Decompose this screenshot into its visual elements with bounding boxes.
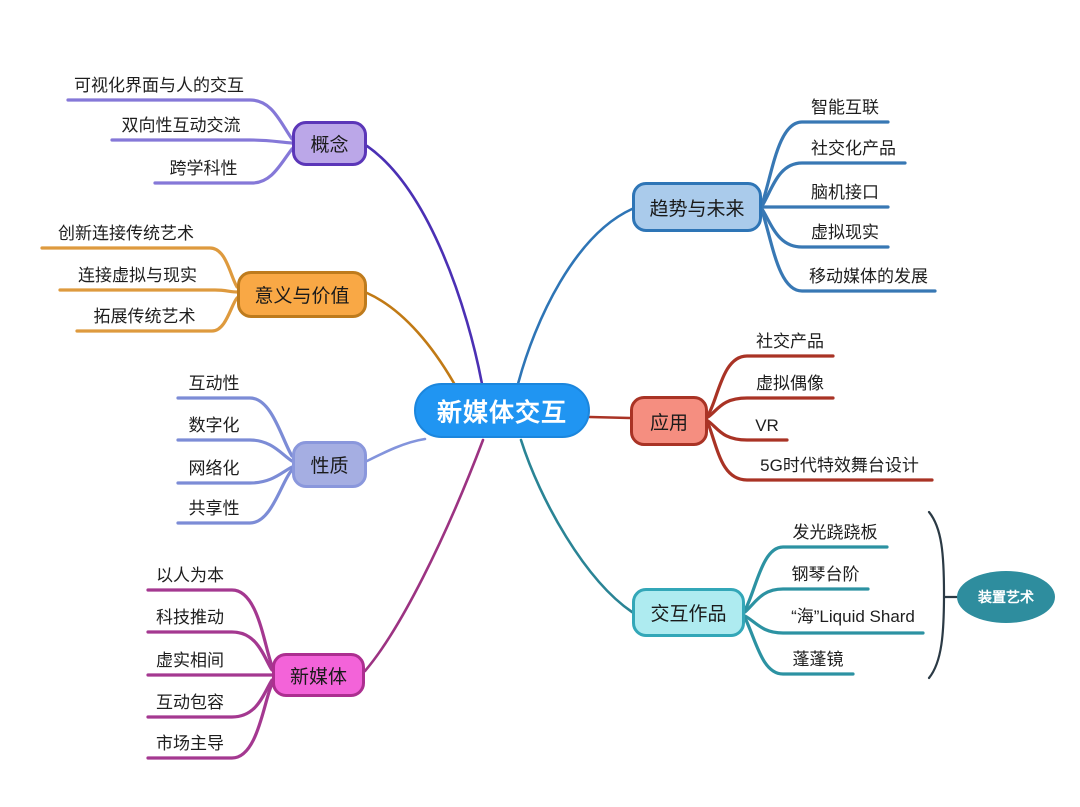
connector-center-trends bbox=[516, 207, 634, 386]
subtopic[interactable]: VR bbox=[755, 416, 779, 435]
connector-center-props bbox=[365, 437, 427, 463]
subtopic[interactable]: 虚拟偶像 bbox=[756, 374, 824, 393]
connector-leaf bbox=[75, 296, 239, 333]
connector-leaf bbox=[176, 465, 294, 485]
branch-topic-properties[interactable]: 性质 bbox=[292, 441, 367, 488]
subtopic[interactable]: 5G时代特效舞台设计 bbox=[760, 456, 919, 475]
connector-leaf bbox=[706, 396, 835, 419]
subtopic[interactable]: 社交产品 bbox=[756, 332, 824, 351]
subtopic[interactable]: 钢琴台阶 bbox=[791, 565, 860, 584]
subtopic[interactable]: 拓展传统艺术 bbox=[93, 307, 196, 326]
subtopic[interactable]: 蓬蓬镜 bbox=[792, 650, 844, 669]
connector-center-meaning bbox=[365, 291, 457, 387]
connector-leaf bbox=[146, 682, 274, 760]
branch-topic-applications[interactable]: 应用 bbox=[630, 396, 708, 446]
connector-leaf bbox=[743, 587, 870, 614]
subtopic[interactable]: 共享性 bbox=[188, 499, 240, 518]
connector-leaf bbox=[146, 588, 274, 668]
connector-leaf bbox=[743, 545, 889, 612]
branch-topic-interactive-works[interactable]: 交互作品 bbox=[632, 588, 745, 637]
connector-leaf bbox=[176, 468, 294, 525]
subtopic[interactable]: 以人为本 bbox=[156, 566, 224, 585]
subtopic[interactable]: 发光跷跷板 bbox=[792, 523, 878, 542]
branch-topic-concept[interactable]: 概念 bbox=[292, 121, 367, 166]
connector-leaf bbox=[706, 421, 934, 482]
branch-topic-new-media[interactable]: 新媒体 bbox=[272, 653, 365, 697]
brace-bracket bbox=[927, 510, 959, 680]
connector-leaf bbox=[146, 630, 274, 672]
connector-leaf bbox=[146, 678, 274, 719]
connector-leaf bbox=[176, 396, 294, 458]
subtopic[interactable]: 跨学科性 bbox=[169, 159, 238, 178]
connector-leaf bbox=[153, 147, 294, 185]
subtopic[interactable]: 社交化产品 bbox=[811, 139, 896, 158]
subtopic[interactable]: 双向性互动交流 bbox=[121, 116, 241, 135]
connector-leaf bbox=[110, 138, 294, 145]
connector-leaf bbox=[58, 288, 239, 294]
connector-leaf bbox=[760, 207, 890, 249]
connector-leaf bbox=[66, 98, 294, 141]
subtopic[interactable]: 数字化 bbox=[188, 416, 240, 435]
subtopic[interactable]: 科技推动 bbox=[156, 608, 224, 627]
subtopic[interactable]: 虚拟现实 bbox=[811, 223, 879, 242]
subtopic[interactable]: 脑机接口 bbox=[811, 183, 879, 202]
branch-topic-trends-future[interactable]: 趋势与未来 bbox=[632, 182, 762, 232]
subtopic[interactable]: 互动包容 bbox=[156, 693, 224, 712]
connector-leaf bbox=[760, 161, 907, 208]
subtopic[interactable]: 智能互联 bbox=[811, 98, 879, 117]
subtopic[interactable]: 创新连接传统艺术 bbox=[58, 224, 194, 243]
connector-leaf bbox=[706, 419, 789, 442]
connector-center-apps bbox=[588, 415, 632, 420]
connector-leaf bbox=[743, 616, 855, 676]
connector-center-newmedia bbox=[363, 438, 485, 673]
connector-leaf bbox=[760, 209, 937, 293]
subtopic[interactable]: 移动媒体的发展 bbox=[809, 267, 928, 286]
branch-topic-meaning-value[interactable]: 意义与价值 bbox=[237, 271, 367, 318]
subtopic[interactable]: 互动性 bbox=[188, 374, 240, 393]
connector-center-works bbox=[519, 438, 634, 614]
connector-leaf bbox=[40, 246, 239, 289]
connector-leaf bbox=[706, 354, 835, 417]
central-topic[interactable]: 新媒体交互 bbox=[414, 383, 590, 438]
subtopic[interactable]: 虚实相间 bbox=[156, 651, 224, 670]
connector-center-concept bbox=[365, 144, 484, 386]
subtopic[interactable]: 连接虚拟与现实 bbox=[78, 266, 197, 285]
subtopic[interactable]: 网络化 bbox=[188, 459, 240, 478]
annotation-installation-art[interactable]: 装置艺术 bbox=[957, 571, 1055, 623]
subtopic[interactable]: 可视化界面与人的交互 bbox=[74, 76, 244, 95]
connector-leaf bbox=[760, 120, 890, 206]
connector-leaf bbox=[743, 614, 925, 635]
subtopic[interactable]: “海”Liquid Shard bbox=[791, 607, 915, 626]
connector-leaf bbox=[176, 438, 294, 463]
subtopic[interactable]: 市场主导 bbox=[156, 734, 224, 753]
